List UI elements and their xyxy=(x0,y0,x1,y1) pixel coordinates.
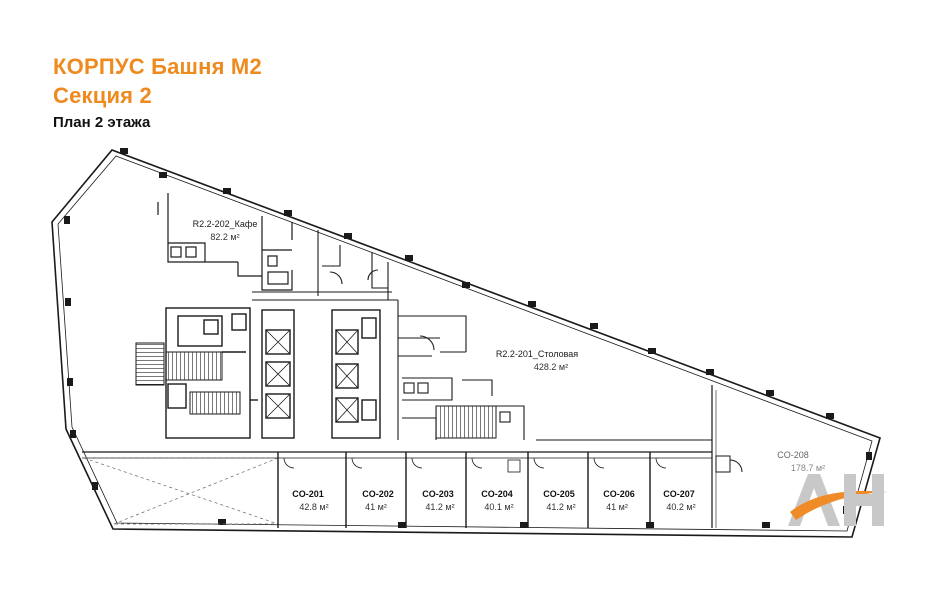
office-name: CO-205 xyxy=(543,489,575,499)
elevator-shafts xyxy=(261,309,381,439)
office-area: 41.2 м² xyxy=(425,502,454,512)
logo-swoosh xyxy=(790,490,888,520)
office-area: 41 м² xyxy=(365,502,387,512)
room-labels: R2.2-202_Кафе 82.2 м² R2.2-201_Столовая … xyxy=(193,219,825,512)
office-name: CO-206 xyxy=(603,489,635,499)
room-area-co208: 178.7 м² xyxy=(791,463,825,473)
room-area-canteen: 428.2 м² xyxy=(534,362,568,372)
open-zone xyxy=(83,457,279,525)
canteen-service xyxy=(397,300,525,440)
office-area: 40.2 м² xyxy=(666,502,695,512)
exterior-stair xyxy=(135,342,165,386)
room-area-cafe: 82.2 м² xyxy=(210,232,239,242)
office-name: CO-203 xyxy=(422,489,454,499)
room-name-canteen: R2.2-201_Столовая xyxy=(496,349,578,359)
building-title: КОРПУС Башня М2 xyxy=(53,54,262,79)
corridor-partitions xyxy=(252,230,398,301)
left-core xyxy=(165,307,258,439)
office-area: 42.8 м² xyxy=(299,502,328,512)
office-area: 41.2 м² xyxy=(546,502,575,512)
floor-plan-title: План 2 этажа xyxy=(53,114,151,131)
ah-logo-icon xyxy=(788,474,888,526)
facade-columns xyxy=(64,148,872,528)
office-partitions xyxy=(277,452,667,528)
office-name: CO-204 xyxy=(481,489,513,499)
office-name: CO-207 xyxy=(663,489,695,499)
co208-entrance xyxy=(715,455,743,473)
room-name-co208: CO-208 xyxy=(777,450,809,460)
office-name: CO-201 xyxy=(292,489,324,499)
office-name: CO-202 xyxy=(362,489,394,499)
section-title: Секция 2 xyxy=(53,83,152,108)
room-name-cafe: R2.2-202_Кафе xyxy=(193,219,258,229)
cafe-walls xyxy=(157,193,293,291)
outer-wall xyxy=(51,149,881,538)
office-area: 40.1 м² xyxy=(484,502,513,512)
office-area: 41 м² xyxy=(606,502,628,512)
title-block: КОРПУС Башня М2 Секция 2 План 2 этажа xyxy=(53,52,262,133)
logo-letter-h xyxy=(844,474,884,526)
